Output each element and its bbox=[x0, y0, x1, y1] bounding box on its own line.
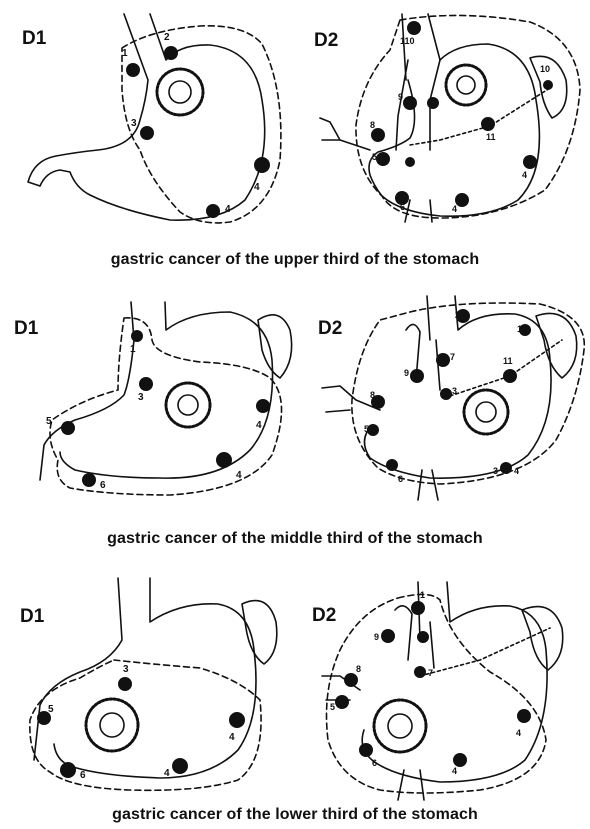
station-label: 10 bbox=[540, 64, 550, 74]
d2-dissection-boundary bbox=[352, 303, 584, 484]
d1-dissection-boundary bbox=[122, 26, 281, 223]
lymph-nodes bbox=[126, 46, 270, 218]
panel-label: D1 bbox=[20, 606, 44, 628]
panel-caption: gastric cancer of the lower third of the… bbox=[0, 806, 590, 824]
station-label: 4 bbox=[164, 768, 170, 779]
station-label: 3 bbox=[493, 466, 498, 476]
station-label: 10 bbox=[517, 324, 527, 334]
station-label: 6 bbox=[80, 770, 86, 781]
station-labels: 1 9 7 8 5 4 6 4 bbox=[330, 590, 521, 776]
station-label: 6 bbox=[372, 758, 377, 768]
station-label: 9 bbox=[398, 92, 403, 102]
station-label: 4 bbox=[522, 170, 527, 180]
station-label: 6 bbox=[398, 474, 403, 484]
station-label: 4 bbox=[452, 766, 457, 776]
station-label: 9 bbox=[374, 632, 379, 642]
panel-middle: 1 3 5 4 6 4 bbox=[40, 296, 584, 500]
station-label: 5 bbox=[330, 702, 335, 712]
station-label: 5 bbox=[46, 416, 52, 427]
station-label: 4 bbox=[225, 204, 231, 215]
station-label: 4 bbox=[516, 728, 521, 738]
station-label: 3 bbox=[123, 664, 129, 675]
station-label: 4 bbox=[452, 204, 457, 214]
tumor bbox=[166, 383, 210, 427]
station-label: 8 bbox=[356, 664, 361, 674]
panel-upper: 1 2 3 4 4 bbox=[28, 14, 580, 223]
station-label: 4 bbox=[229, 732, 235, 743]
station-label: 9 bbox=[404, 368, 409, 378]
station-label: 2 bbox=[455, 310, 460, 320]
stomach-outline bbox=[28, 14, 265, 220]
station-label: 3 bbox=[131, 118, 137, 129]
panel-label: D2 bbox=[312, 605, 336, 627]
lymph-nodes bbox=[37, 677, 245, 778]
stomach-outline bbox=[40, 302, 292, 480]
station-label: 4 bbox=[256, 420, 262, 431]
station-label: 6 bbox=[100, 480, 106, 491]
tumor bbox=[446, 65, 486, 105]
station-label: 11 bbox=[486, 132, 496, 142]
tumor bbox=[157, 69, 203, 115]
station-label: 6 bbox=[400, 202, 405, 212]
station-labels: 1 3 5 4 6 4 bbox=[46, 344, 262, 491]
station-label: 8 bbox=[370, 120, 375, 130]
panel-label: D2 bbox=[318, 318, 342, 340]
panel-lower: 3 5 4 6 4 bbox=[30, 578, 563, 800]
panel-caption: gastric cancer of the middle third of th… bbox=[0, 530, 590, 548]
station-label: 1 bbox=[122, 48, 128, 59]
station-label: 110 bbox=[400, 36, 415, 46]
station-label: 5 bbox=[372, 152, 377, 162]
station-label: 3 bbox=[138, 392, 144, 403]
tumor bbox=[374, 700, 426, 752]
station-label: 1 bbox=[420, 590, 425, 600]
station-label: 4 bbox=[236, 470, 242, 481]
station-label: 8 bbox=[370, 390, 375, 400]
station-label: 2 bbox=[164, 32, 170, 43]
station-label: 11 bbox=[503, 356, 513, 366]
panel-caption: gastric cancer of the upper third of the… bbox=[0, 251, 590, 269]
stomach-outline bbox=[322, 582, 563, 800]
lymph-nodes bbox=[335, 601, 531, 767]
station-label: 3 bbox=[452, 386, 457, 396]
station-labels: 3 5 4 6 4 bbox=[48, 664, 235, 781]
d2-dissection-boundary bbox=[327, 594, 547, 793]
stomach-outline bbox=[320, 14, 567, 222]
station-label: 4 bbox=[514, 466, 519, 476]
lymph-nodes bbox=[367, 309, 531, 474]
tumor bbox=[464, 390, 508, 434]
panel-label: D2 bbox=[314, 30, 338, 52]
tumor bbox=[86, 699, 138, 751]
stomach-outline bbox=[34, 578, 277, 778]
station-label: 7 bbox=[450, 352, 455, 362]
panel-label: D1 bbox=[22, 28, 46, 50]
station-labels: 1 2 3 4 4 bbox=[122, 32, 260, 215]
panel-label: D1 bbox=[14, 318, 38, 340]
station-label: 5 bbox=[364, 424, 369, 434]
station-label: 5 bbox=[48, 704, 54, 715]
station-label: 1 bbox=[130, 344, 136, 355]
station-label: 7 bbox=[428, 668, 433, 678]
station-label: 4 bbox=[254, 182, 260, 193]
